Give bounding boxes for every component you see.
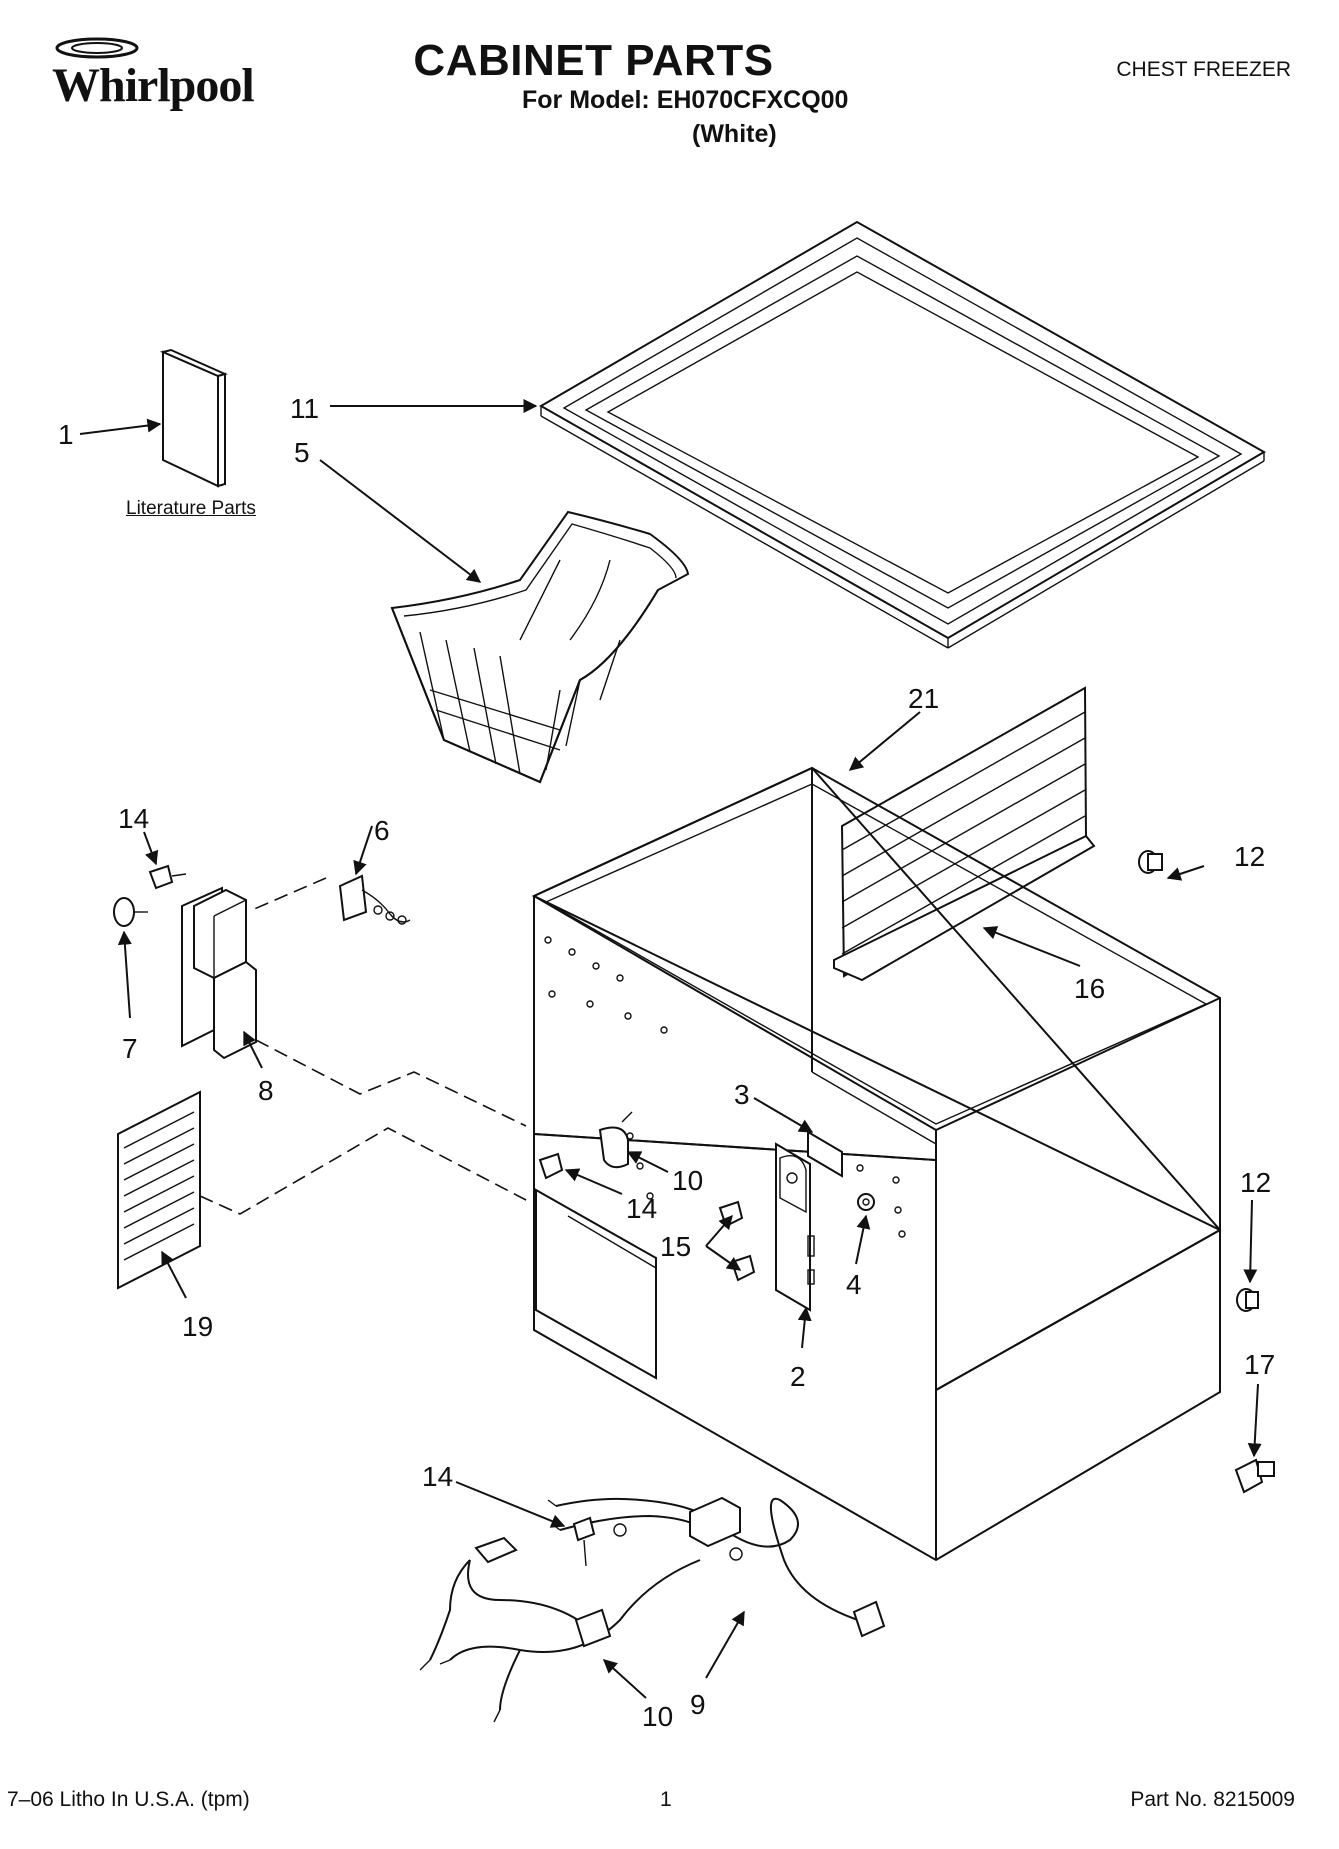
cabinet-body [531,766,1222,1562]
callout-12: 12 [1240,1167,1271,1198]
callout-3: 3 [734,1079,750,1110]
divider-panel [833,686,1096,982]
lid-gasket [538,220,1267,649]
leader-lines [79,399,1262,1699]
callout-labels: 1 11 5 21 14 6 12 16 7 8 3 10 14 12 15 4… [58,393,1275,1732]
callout-16: 16 [1074,973,1105,1004]
literature-parts-label: Literature Parts [126,498,256,519]
page-number: 1 [660,1788,672,1811]
wire-clamp-upper [598,1111,633,1169]
callout-19: 19 [182,1311,213,1342]
box-fasteners [113,864,187,927]
callout-21: 21 [908,683,939,714]
callout-2: 2 [790,1361,806,1392]
wiring-harness [419,1496,886,1723]
callout-9: 9 [690,1689,706,1720]
callout-12: 12 [1234,841,1265,872]
model-color: (White) [692,120,777,148]
literature-booklet [159,348,228,488]
vent-grille [117,1090,201,1290]
callout-10: 10 [642,1701,673,1732]
footer-print-info: 7–06 Litho In U.S.A. (tpm) [7,1788,250,1811]
callout-6: 6 [374,815,390,846]
callout-7: 7 [122,1033,138,1064]
callout-10: 10 [672,1165,703,1196]
storage-basket [390,510,690,784]
callout-14: 14 [626,1193,657,1224]
callout-14: 14 [422,1461,453,1492]
whirlpool-logo: Whirlpool [52,37,255,113]
page-title: CABINET PARTS [413,36,774,85]
part-number: Part No. 8215009 [1130,1788,1295,1811]
model-number: For Model: EH070CFXCQ00 [522,86,849,114]
electrical-box [181,886,257,1060]
callout-17: 17 [1244,1349,1275,1380]
logo-swirl-icon [55,37,139,59]
callout-8: 8 [258,1075,274,1106]
brand-name: Whirlpool [52,59,255,112]
callout-11: 11 [290,393,319,424]
callout-1: 1 [58,419,74,450]
callout-15: 15 [660,1231,691,1262]
hole-plugs [1138,850,1275,1494]
appliance-type: CHEST FREEZER [1116,58,1291,81]
callout-14: 14 [118,803,149,834]
relay [338,874,411,925]
callout-5: 5 [294,437,310,468]
callout-4: 4 [846,1269,862,1300]
